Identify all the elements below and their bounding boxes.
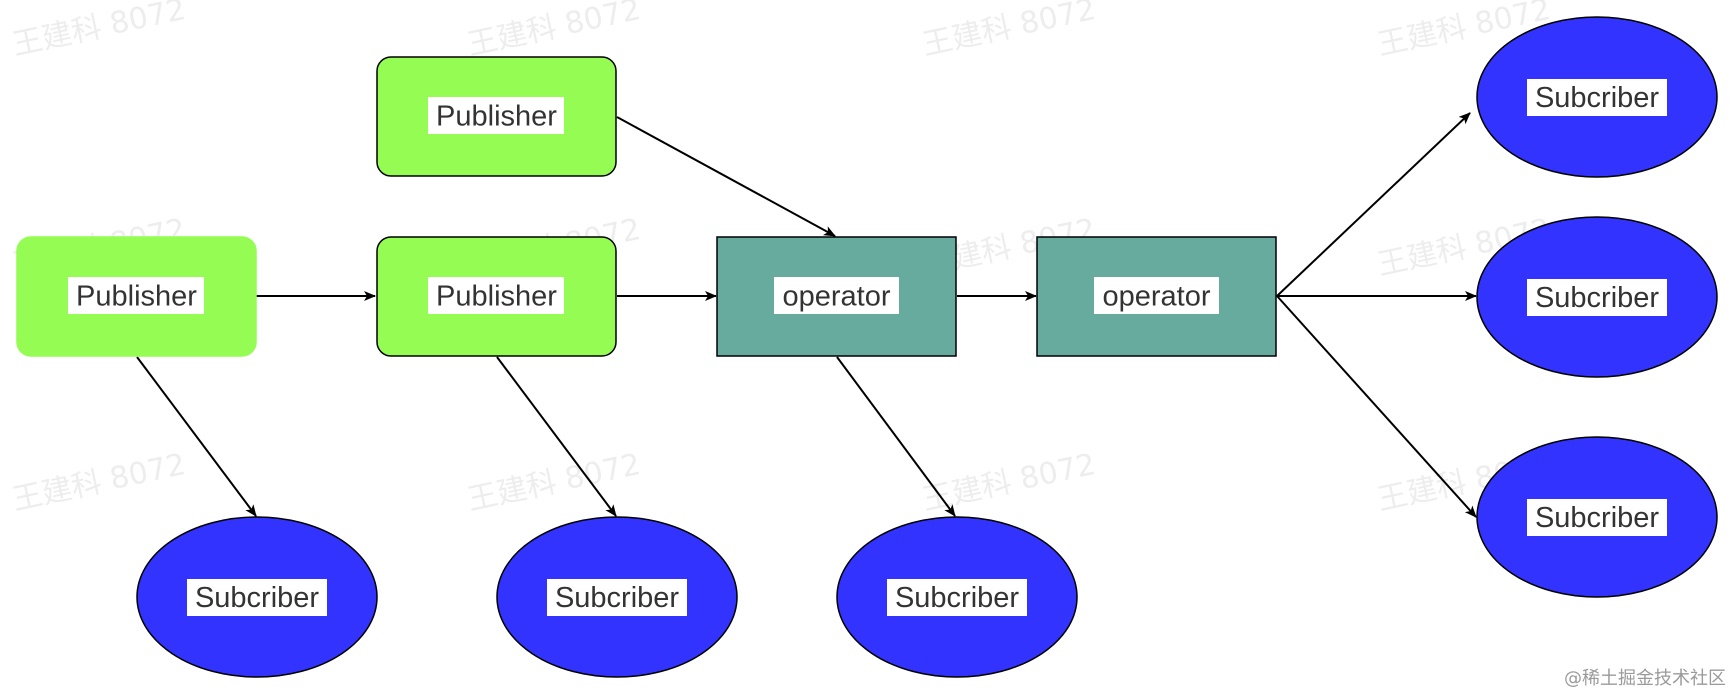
publisher-node-top: Publisher xyxy=(376,56,617,177)
edge-operator-2-to-subscriber-right-bottom xyxy=(1276,295,1477,518)
operator-label: operator xyxy=(1102,281,1210,313)
subscriber-node-2: Subcriber xyxy=(496,516,738,678)
subscriber-label: Subcriber xyxy=(1535,82,1659,114)
operator-label: operator xyxy=(782,281,890,313)
subscriber-node-3: Subcriber xyxy=(836,516,1078,678)
site-credit: @稀土掘金技术社区 xyxy=(1564,668,1726,689)
edge-publisher-mid-to-subscriber-2 xyxy=(496,356,617,517)
subscriber-label: Subcriber xyxy=(555,582,679,614)
edges xyxy=(136,112,1477,518)
subscriber-label: Subcriber xyxy=(895,582,1019,614)
operator-node-2: operator xyxy=(1036,236,1277,357)
edge-publisher-left-to-subscriber-1 xyxy=(136,356,257,517)
watermark: 王建科 8072 xyxy=(9,0,188,63)
watermark: 王建科 8072 xyxy=(919,0,1098,63)
subscriber-label: Subcriber xyxy=(1535,282,1659,314)
edge-operator-1-to-subscriber-3 xyxy=(836,356,956,517)
subscriber-label: Subcriber xyxy=(195,582,319,614)
watermark: 王建科 8072 xyxy=(9,447,188,518)
edge-operator-2-to-subscriber-right-top xyxy=(1276,112,1471,297)
publisher-label: Publisher xyxy=(76,281,197,313)
publisher-label: Publisher xyxy=(436,281,557,313)
subscriber-node-1: Subcriber xyxy=(136,516,378,678)
publisher-node-left: Publisher xyxy=(16,236,257,357)
watermark: 王建科 8072 xyxy=(464,0,643,63)
subscriber-label: Subcriber xyxy=(1535,502,1659,534)
publisher-node-mid: Publisher xyxy=(376,236,617,357)
edge-publisher-top-to-operator-1 xyxy=(616,116,836,237)
watermark: 王建科 8072 xyxy=(919,447,1098,518)
publisher-label: Publisher xyxy=(436,101,557,133)
subscriber-node-right-mid: Subcriber xyxy=(1476,216,1718,378)
subscriber-node-right-top: Subcriber xyxy=(1476,16,1718,178)
subscriber-node-right-bottom: Subcriber xyxy=(1476,436,1718,598)
watermark: 王建科 8072 xyxy=(464,447,643,518)
operator-node-1: operator xyxy=(716,236,957,357)
